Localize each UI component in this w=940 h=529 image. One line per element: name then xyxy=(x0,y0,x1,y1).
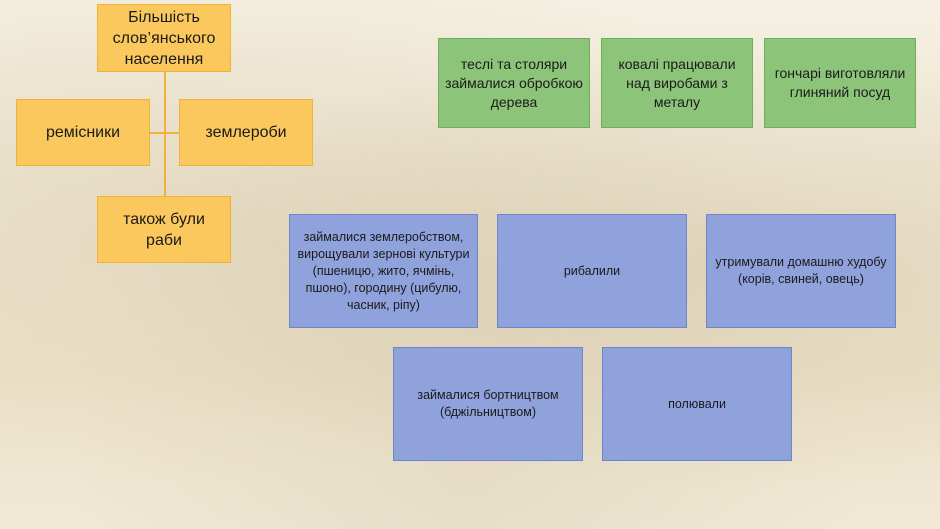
node-root-label: Більшість слов’янського населення xyxy=(112,8,216,68)
activity-beekeeping-text: займалися бортництвом (бджільництвом) xyxy=(417,388,559,419)
activity-livestock: утримували домашню худобу (корів, свиней… xyxy=(706,214,896,328)
activity-farming-text: займалися землеробством, вирощували зерн… xyxy=(297,229,470,312)
connector-horizontal xyxy=(150,132,180,134)
activity-hunting: полювали xyxy=(602,347,792,461)
activity-fishing-text: рибалили xyxy=(563,263,621,278)
craft-carpenters-text: теслі та столяри займалися обробкою дере… xyxy=(445,55,583,110)
craft-potters-text: гончарі виготовляли глиняний посуд xyxy=(774,65,906,100)
activity-fishing: рибалили xyxy=(497,214,687,328)
node-craftsmen-label: ремісники xyxy=(45,124,121,141)
activity-farming: займалися землеробством, вирощували зерн… xyxy=(289,214,478,328)
activity-beekeeping: займалися бортництвом (бджільництвом) xyxy=(393,347,583,461)
activity-livestock-text: утримували домашню худобу (корів, свиней… xyxy=(715,255,887,286)
node-farmers: землероби xyxy=(179,99,313,166)
node-craftsmen: ремісники xyxy=(16,99,150,166)
activity-hunting-text: полювали xyxy=(668,396,726,411)
node-farmers-label: землероби xyxy=(205,124,287,141)
craft-potters: гончарі виготовляли глиняний посуд xyxy=(764,38,916,128)
connector-vertical xyxy=(164,72,166,196)
node-slaves-label: також були раби xyxy=(123,210,205,249)
craft-carpenters: теслі та столяри займалися обробкою дере… xyxy=(438,38,590,128)
craft-blacksmiths-text: ковалі працювали над виробами з металу xyxy=(618,55,736,110)
node-root: Більшість слов’янського населення xyxy=(97,4,231,72)
node-slaves: також були раби xyxy=(97,196,231,263)
craft-blacksmiths: ковалі працювали над виробами з металу xyxy=(601,38,753,128)
